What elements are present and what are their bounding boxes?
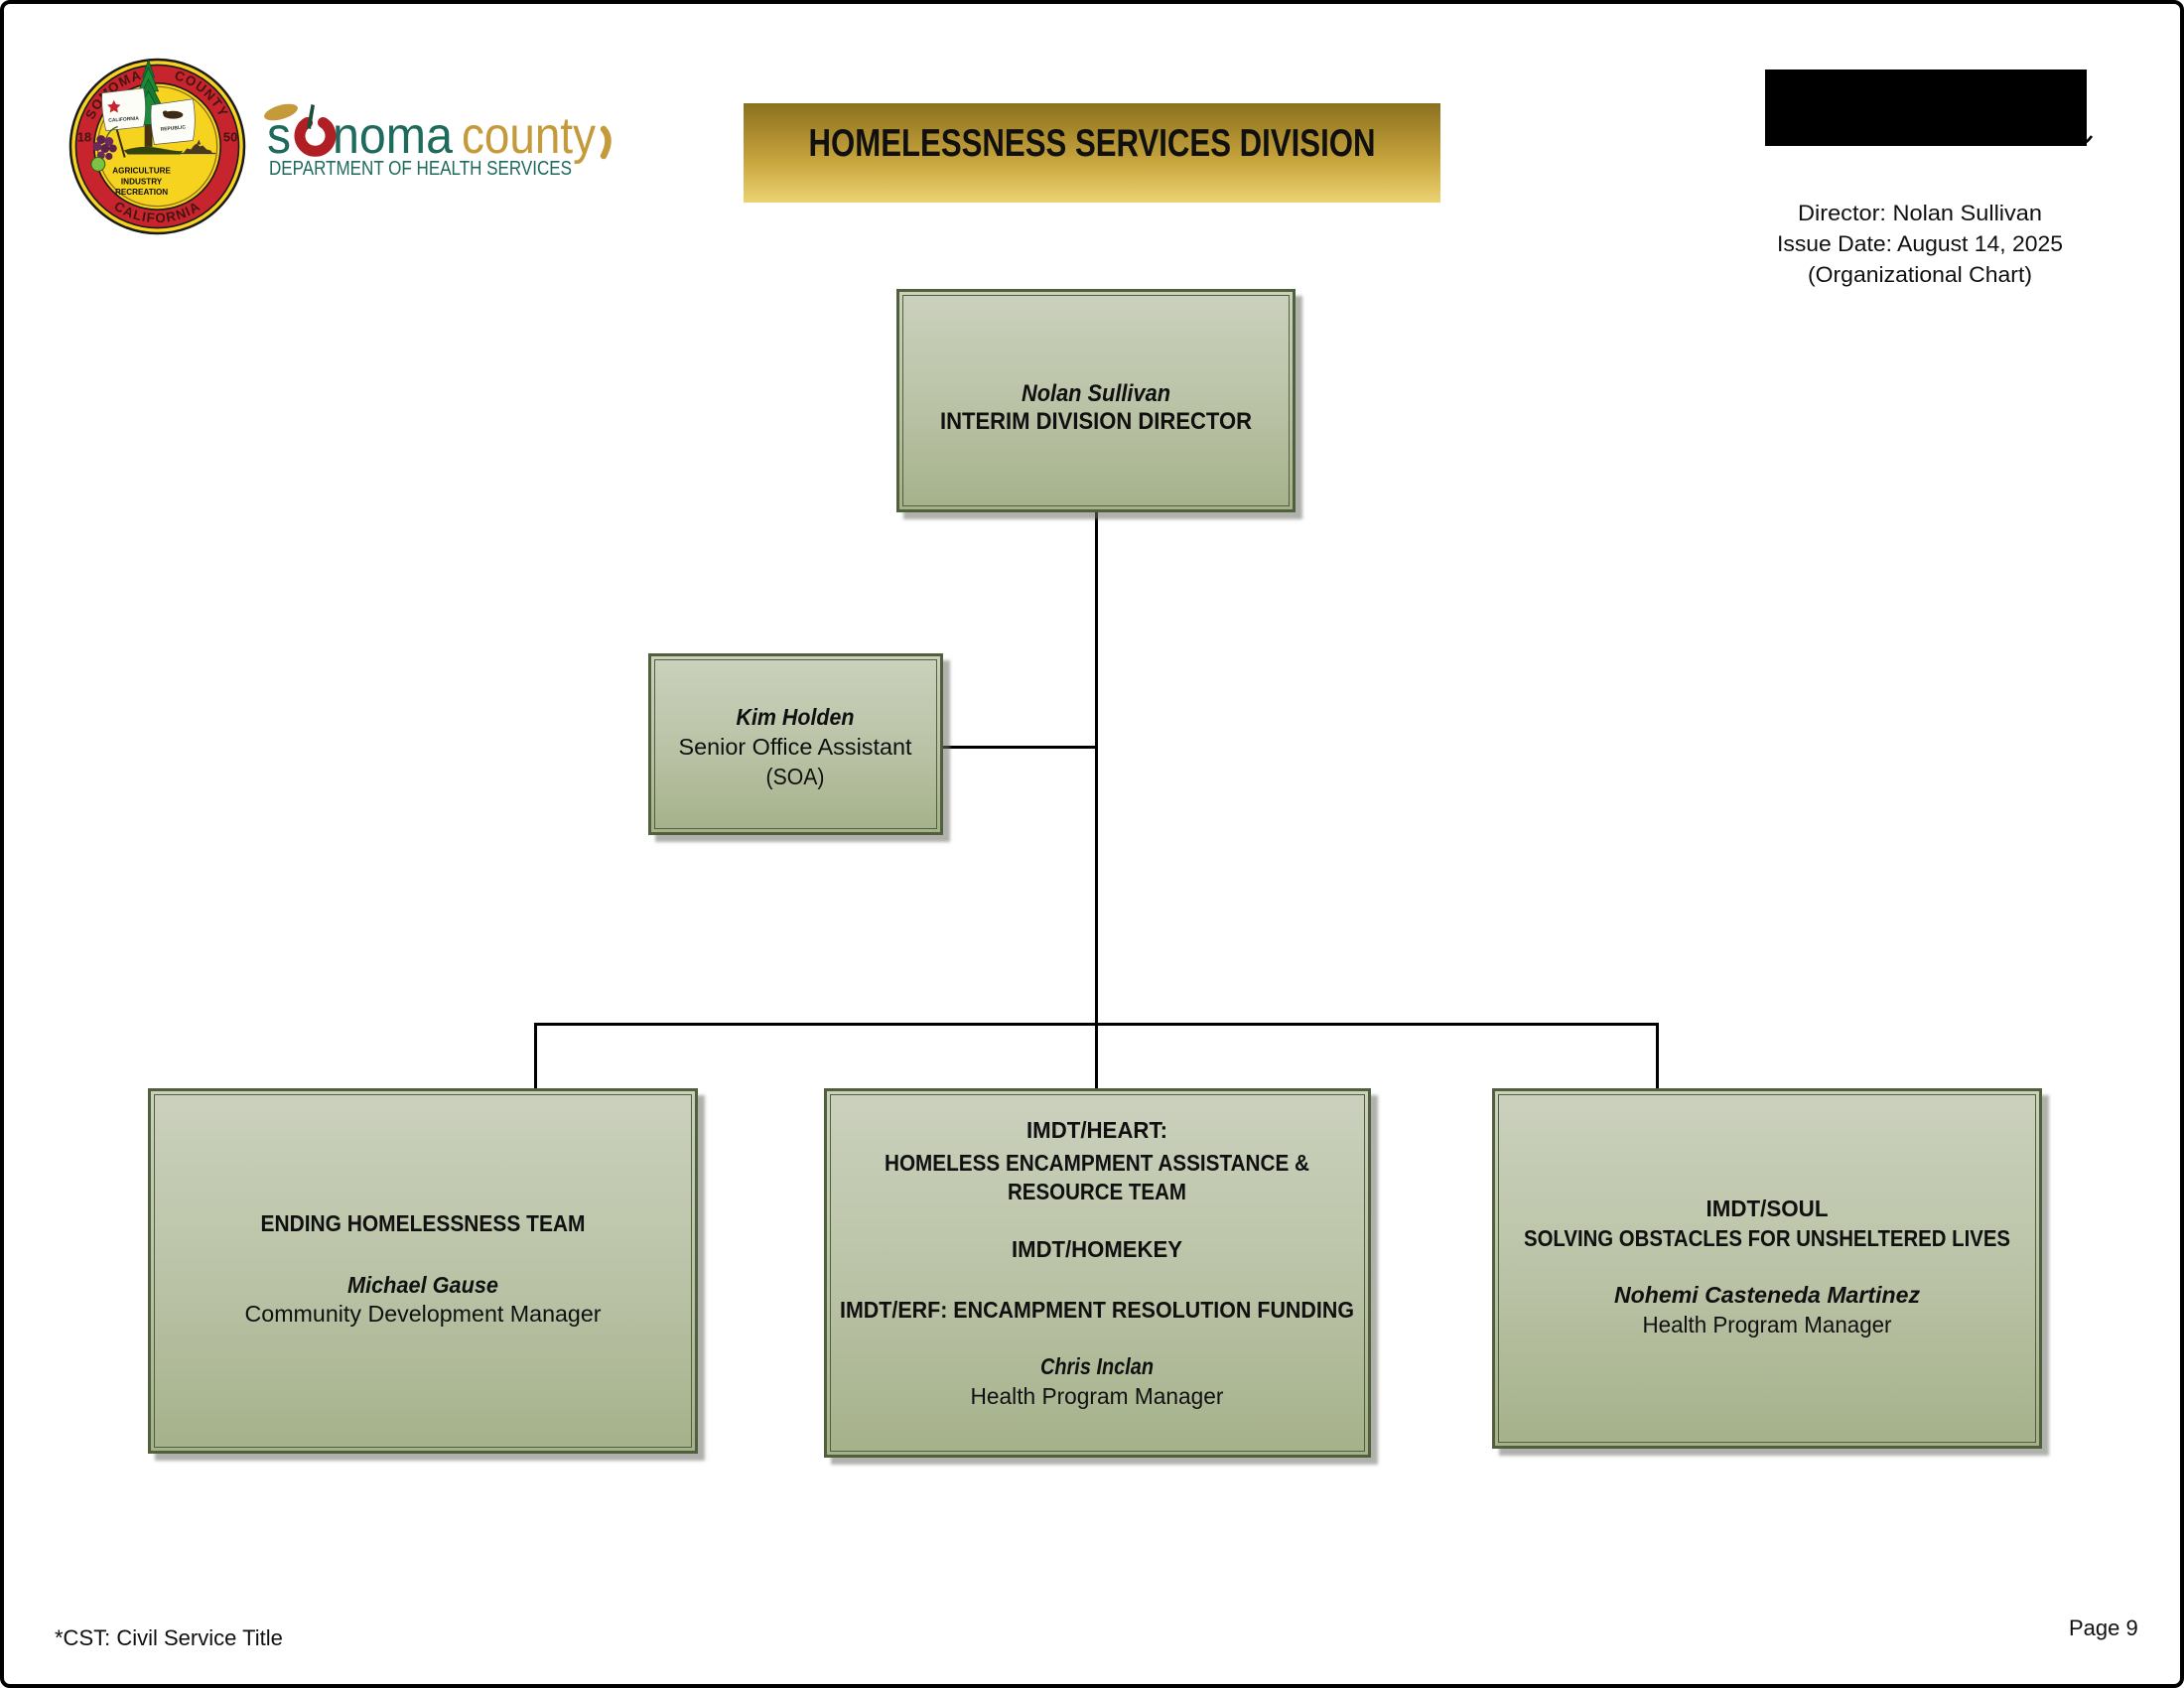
seal-motto-agriculture: AGRICULTURE [112, 166, 171, 175]
node-text-team3: IMDT/SOUL SOLVING OBSTACLES FOR UNSHELTE… [1524, 1196, 2010, 1337]
logo-y-swash-icon [600, 125, 612, 160]
seal-year-18: 18 [77, 130, 91, 145]
logo-department-line: DEPARTMENT OF HEALTH SERVICES [269, 158, 572, 180]
logo-word-noma: noma [333, 107, 453, 165]
team3-manager-role: Health Program Manager [1643, 1312, 1892, 1337]
connector-drop-right [1656, 1023, 1659, 1088]
team3-manager-name: Nohemi Casteneda Martinez [1614, 1282, 1920, 1308]
node-text-director: Nolan Sullivan INTERIM DIVISION DIRECTOR [940, 380, 1252, 435]
seal-motto-recreation: RECREATION [115, 188, 168, 197]
director-title: INTERIM DIVISION DIRECTOR [940, 408, 1252, 435]
logo-apple-o-icon [264, 103, 337, 157]
team2-manager-role: Health Program Manager [971, 1383, 1224, 1409]
seal-year-50: 50 [223, 130, 237, 145]
page-number: Page 9 [2069, 1616, 2138, 1640]
meta-chart-type: (Organizational Chart) [1808, 262, 2032, 287]
node-imdt-soul: IMDT/SOUL SOLVING OBSTACLES FOR UNSHELTE… [1492, 1088, 2042, 1449]
node-text-team2: IMDT/HEART: HOMELESS ENCAMPMENT ASSISTAN… [840, 1117, 1354, 1409]
node-imdt-heart: IMDT/HEART: HOMELESS ENCAMPMENT ASSISTAN… [824, 1088, 1371, 1458]
seal-ground-icon [123, 146, 184, 155]
connector-trunk [1095, 511, 1098, 1088]
title-banner: HOMELESSNESS SERVICES DIVISION [744, 103, 1440, 203]
redacted-signature-block [1765, 70, 2087, 146]
connector-drop-left [534, 1023, 537, 1088]
connector-assistant [943, 746, 1096, 749]
node-senior-office-assistant: Kim Holden Senior Office Assistant (SOA) [648, 653, 943, 835]
seal-flag-california-label: CALIFORNIA [108, 116, 139, 124]
seal-skyline-icon [180, 139, 216, 155]
assistant-suffix: (SOA) [766, 764, 825, 789]
seal-flag-republic-label: REPUBLIC [160, 124, 186, 132]
team3-title-line1: IMDT/SOUL [1706, 1196, 1829, 1221]
footnote-cst: *CST: Civil Service Title [55, 1625, 283, 1650]
seal-grapes-icon [90, 126, 118, 172]
team1-title: ENDING HOMELESSNESS TEAM [261, 1210, 586, 1236]
team2-title-line1: IMDT/HEART: [1026, 1117, 1167, 1143]
logo-word-county: county [462, 107, 596, 165]
node-text-assistant: Kim Holden Senior Office Assistant (SOA) [679, 704, 913, 789]
seal-flag-republic-icon: REPUBLIC [150, 98, 196, 145]
assistant-name: Kim Holden [737, 704, 855, 730]
meta-issue-date: Issue Date: August 14, 2025 [1777, 231, 2063, 256]
director-name: Nolan Sullivan [1022, 380, 1170, 407]
team2-title-line3: RESOURCE TEAM [1008, 1179, 1186, 1204]
seal-flag-california-icon: CALIFORNIA [101, 87, 146, 158]
team2-title-line4: IMDT/HOMEKEY [1012, 1236, 1182, 1262]
team1-manager-role: Community Development Manager [245, 1301, 602, 1327]
connector-distribution [534, 1023, 1659, 1026]
meta-director: Director: Nolan Sullivan [1798, 201, 2042, 225]
signature-tail-icon [2078, 135, 2094, 145]
node-division-director: Nolan Sullivan INTERIM DIVISION DIRECTOR [896, 289, 1296, 512]
team1-manager-name: Michael Gause [347, 1272, 498, 1298]
team2-title-line2: HOMELESS ENCAMPMENT ASSISTANCE & [885, 1150, 1309, 1176]
team2-title-line5: IMDT/ERF: ENCAMPMENT RESOLUTION FUNDING [840, 1297, 1354, 1323]
assistant-title: Senior Office Assistant [679, 734, 913, 760]
node-ending-homelessness-team: ENDING HOMELESSNESS TEAM Michael Gause C… [148, 1088, 698, 1454]
meta-block: Director: Nolan Sullivan Issue Date: Aug… [1777, 201, 2063, 287]
dhs-logo: s noma county DEPARTMENT OF HEALTH SERVI… [264, 103, 612, 180]
seal-motto-industry: INDUSTRY [121, 177, 163, 186]
banner-title-text: HOMELESSNESS SERVICES DIVISION [809, 122, 1376, 165]
page-title: HOMELESSNESS SERVICES DIVISION [809, 122, 1376, 165]
sonoma-county-seal-icon: SONOMA COUNTY CALIFORNIA 18 50 CALIFORNI… [68, 58, 246, 235]
team3-title-line2: SOLVING OBSTACLES FOR UNSHELTERED LIVES [1524, 1225, 2010, 1251]
team2-manager-name: Chris Inclan [1040, 1353, 1154, 1379]
node-text-team1: ENDING HOMELESSNESS TEAM Michael Gause C… [245, 1210, 602, 1327]
